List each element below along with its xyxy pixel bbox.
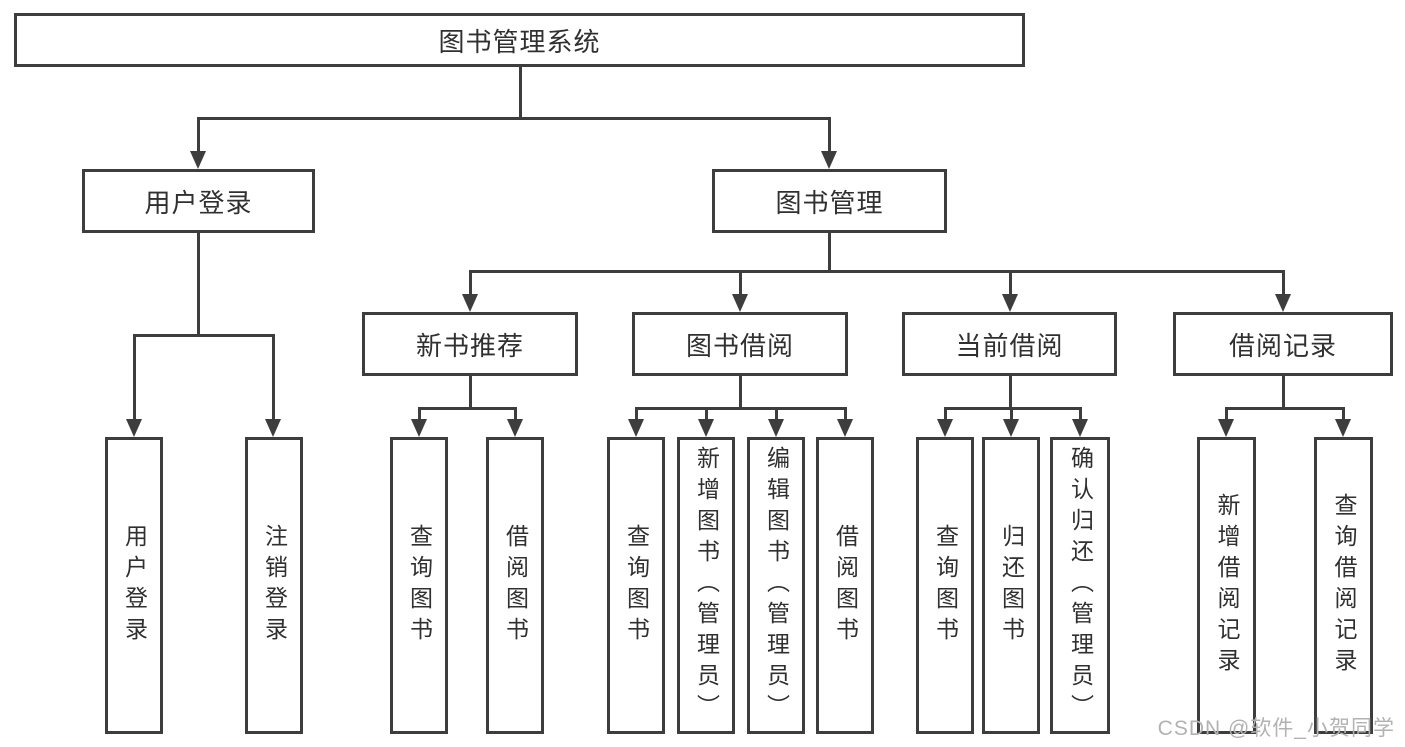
node-current-borrowing: 当前借阅 — [902, 312, 1117, 376]
arrowhead-down — [698, 419, 714, 437]
connector-line — [775, 408, 778, 421]
connector-line — [418, 408, 421, 421]
connector-line — [1282, 376, 1285, 409]
node-label: 查询借阅记录 — [1331, 492, 1357, 679]
arrowhead-down — [1003, 419, 1019, 437]
node-label: 确认归还（管理员） — [1067, 446, 1094, 725]
node-borrowing-records: 借阅记录 — [1173, 312, 1393, 376]
connector-line — [739, 376, 742, 409]
node-label: 借阅图书 — [832, 523, 859, 648]
node-book-management: 图书管理 — [712, 169, 947, 233]
connector-line — [828, 118, 831, 153]
node-label: 图书管理系统 — [438, 26, 601, 57]
arrowhead-down — [265, 419, 281, 437]
connector-line — [635, 408, 638, 421]
node-label: 新增借阅记录 — [1214, 492, 1240, 679]
leaf-logout: 注销登录 — [245, 437, 303, 734]
arrowhead-down — [821, 151, 837, 169]
connector-line — [739, 271, 742, 296]
connector-line — [133, 335, 136, 421]
connector-line — [1225, 407, 1345, 410]
arrowhead-down — [507, 419, 523, 437]
node-label: 编辑图书（管理员） — [763, 446, 790, 725]
arrowhead-down — [126, 419, 142, 437]
connector-line — [1009, 376, 1012, 409]
connector-line — [469, 376, 472, 409]
connector-line — [1225, 408, 1228, 421]
leaf-query-books-recommend: 查询图书 — [390, 437, 448, 734]
leaf-add-borrow-record: 新增借阅记录 — [1197, 437, 1256, 734]
connector-line — [1079, 408, 1082, 421]
leaf-edit-book-admin: 编辑图书（管理员） — [747, 437, 805, 734]
node-book-management-system: 图书管理系统 — [14, 13, 1025, 67]
node-label: 新增图书（管理员） — [693, 446, 720, 725]
connector-line — [844, 408, 847, 421]
arrowhead-down — [1218, 419, 1234, 437]
connector-line — [635, 407, 847, 410]
node-label: 查询图书 — [623, 523, 650, 648]
arrowhead-down — [1275, 294, 1291, 312]
connector-line — [272, 335, 275, 421]
node-label: 用户登录 — [144, 187, 253, 218]
arrowhead-down — [1002, 294, 1018, 312]
node-label: 当前借阅 — [955, 330, 1064, 361]
leaf-user-login: 用户登录 — [105, 437, 163, 734]
leaf-borrow-books-recommend: 借阅图书 — [486, 437, 544, 734]
leaf-query-borrow-record: 查询借阅记录 — [1314, 437, 1373, 734]
connector-line — [1010, 408, 1013, 421]
connector-line — [197, 118, 200, 153]
arrowhead-down — [1072, 419, 1088, 437]
connector-line — [418, 407, 517, 410]
arrowhead-down — [411, 419, 427, 437]
connector-line — [514, 408, 517, 421]
node-new-book-recommendation: 新书推荐 — [362, 312, 578, 376]
node-label: 新书推荐 — [415, 330, 524, 361]
connector-line — [1282, 271, 1285, 296]
node-book-borrowing: 图书借阅 — [632, 312, 848, 376]
connector-line — [1009, 271, 1012, 296]
leaf-confirm-return-admin: 确认归还（管理员） — [1050, 437, 1110, 734]
connector-line — [944, 408, 947, 421]
arrowhead-down — [1335, 419, 1351, 437]
arrowhead-down — [937, 419, 953, 437]
connector-line — [705, 408, 708, 421]
node-label: 查询图书 — [406, 523, 433, 648]
arrowhead-down — [628, 419, 644, 437]
node-label: 借阅记录 — [1228, 330, 1337, 361]
arrowhead-down — [768, 419, 784, 437]
leaf-query-books-borrow: 查询图书 — [607, 437, 665, 734]
connector-line — [469, 270, 1285, 273]
arrowhead-down — [462, 294, 478, 312]
node-label: 图书管理 — [775, 187, 884, 218]
connector-line — [1342, 408, 1345, 421]
node-label: 查询图书 — [932, 523, 959, 648]
connector-line — [519, 67, 522, 118]
node-user-login: 用户登录 — [82, 169, 315, 233]
leaf-borrow-books: 借阅图书 — [816, 437, 874, 734]
node-label: 用户登录 — [121, 523, 148, 648]
connector-line — [828, 233, 831, 271]
node-label: 注销登录 — [261, 523, 288, 648]
connector-line — [197, 117, 831, 120]
leaf-query-books-current: 查询图书 — [916, 437, 974, 734]
arrowhead-down — [190, 151, 206, 169]
node-label: 图书借阅 — [685, 330, 794, 361]
connector-line — [944, 407, 1082, 410]
leaf-add-book-admin: 新增图书（管理员） — [677, 437, 735, 734]
connector-line — [469, 271, 472, 296]
leaf-return-books: 归还图书 — [982, 437, 1040, 734]
arrowhead-down — [837, 419, 853, 437]
watermark: CSDN @软件_小贺同学 — [1157, 717, 1395, 740]
connector-line — [133, 334, 275, 337]
connector-line — [197, 233, 200, 335]
arrowhead-down — [732, 294, 748, 312]
node-label: 借阅图书 — [502, 523, 529, 648]
node-label: 归还图书 — [998, 523, 1025, 648]
